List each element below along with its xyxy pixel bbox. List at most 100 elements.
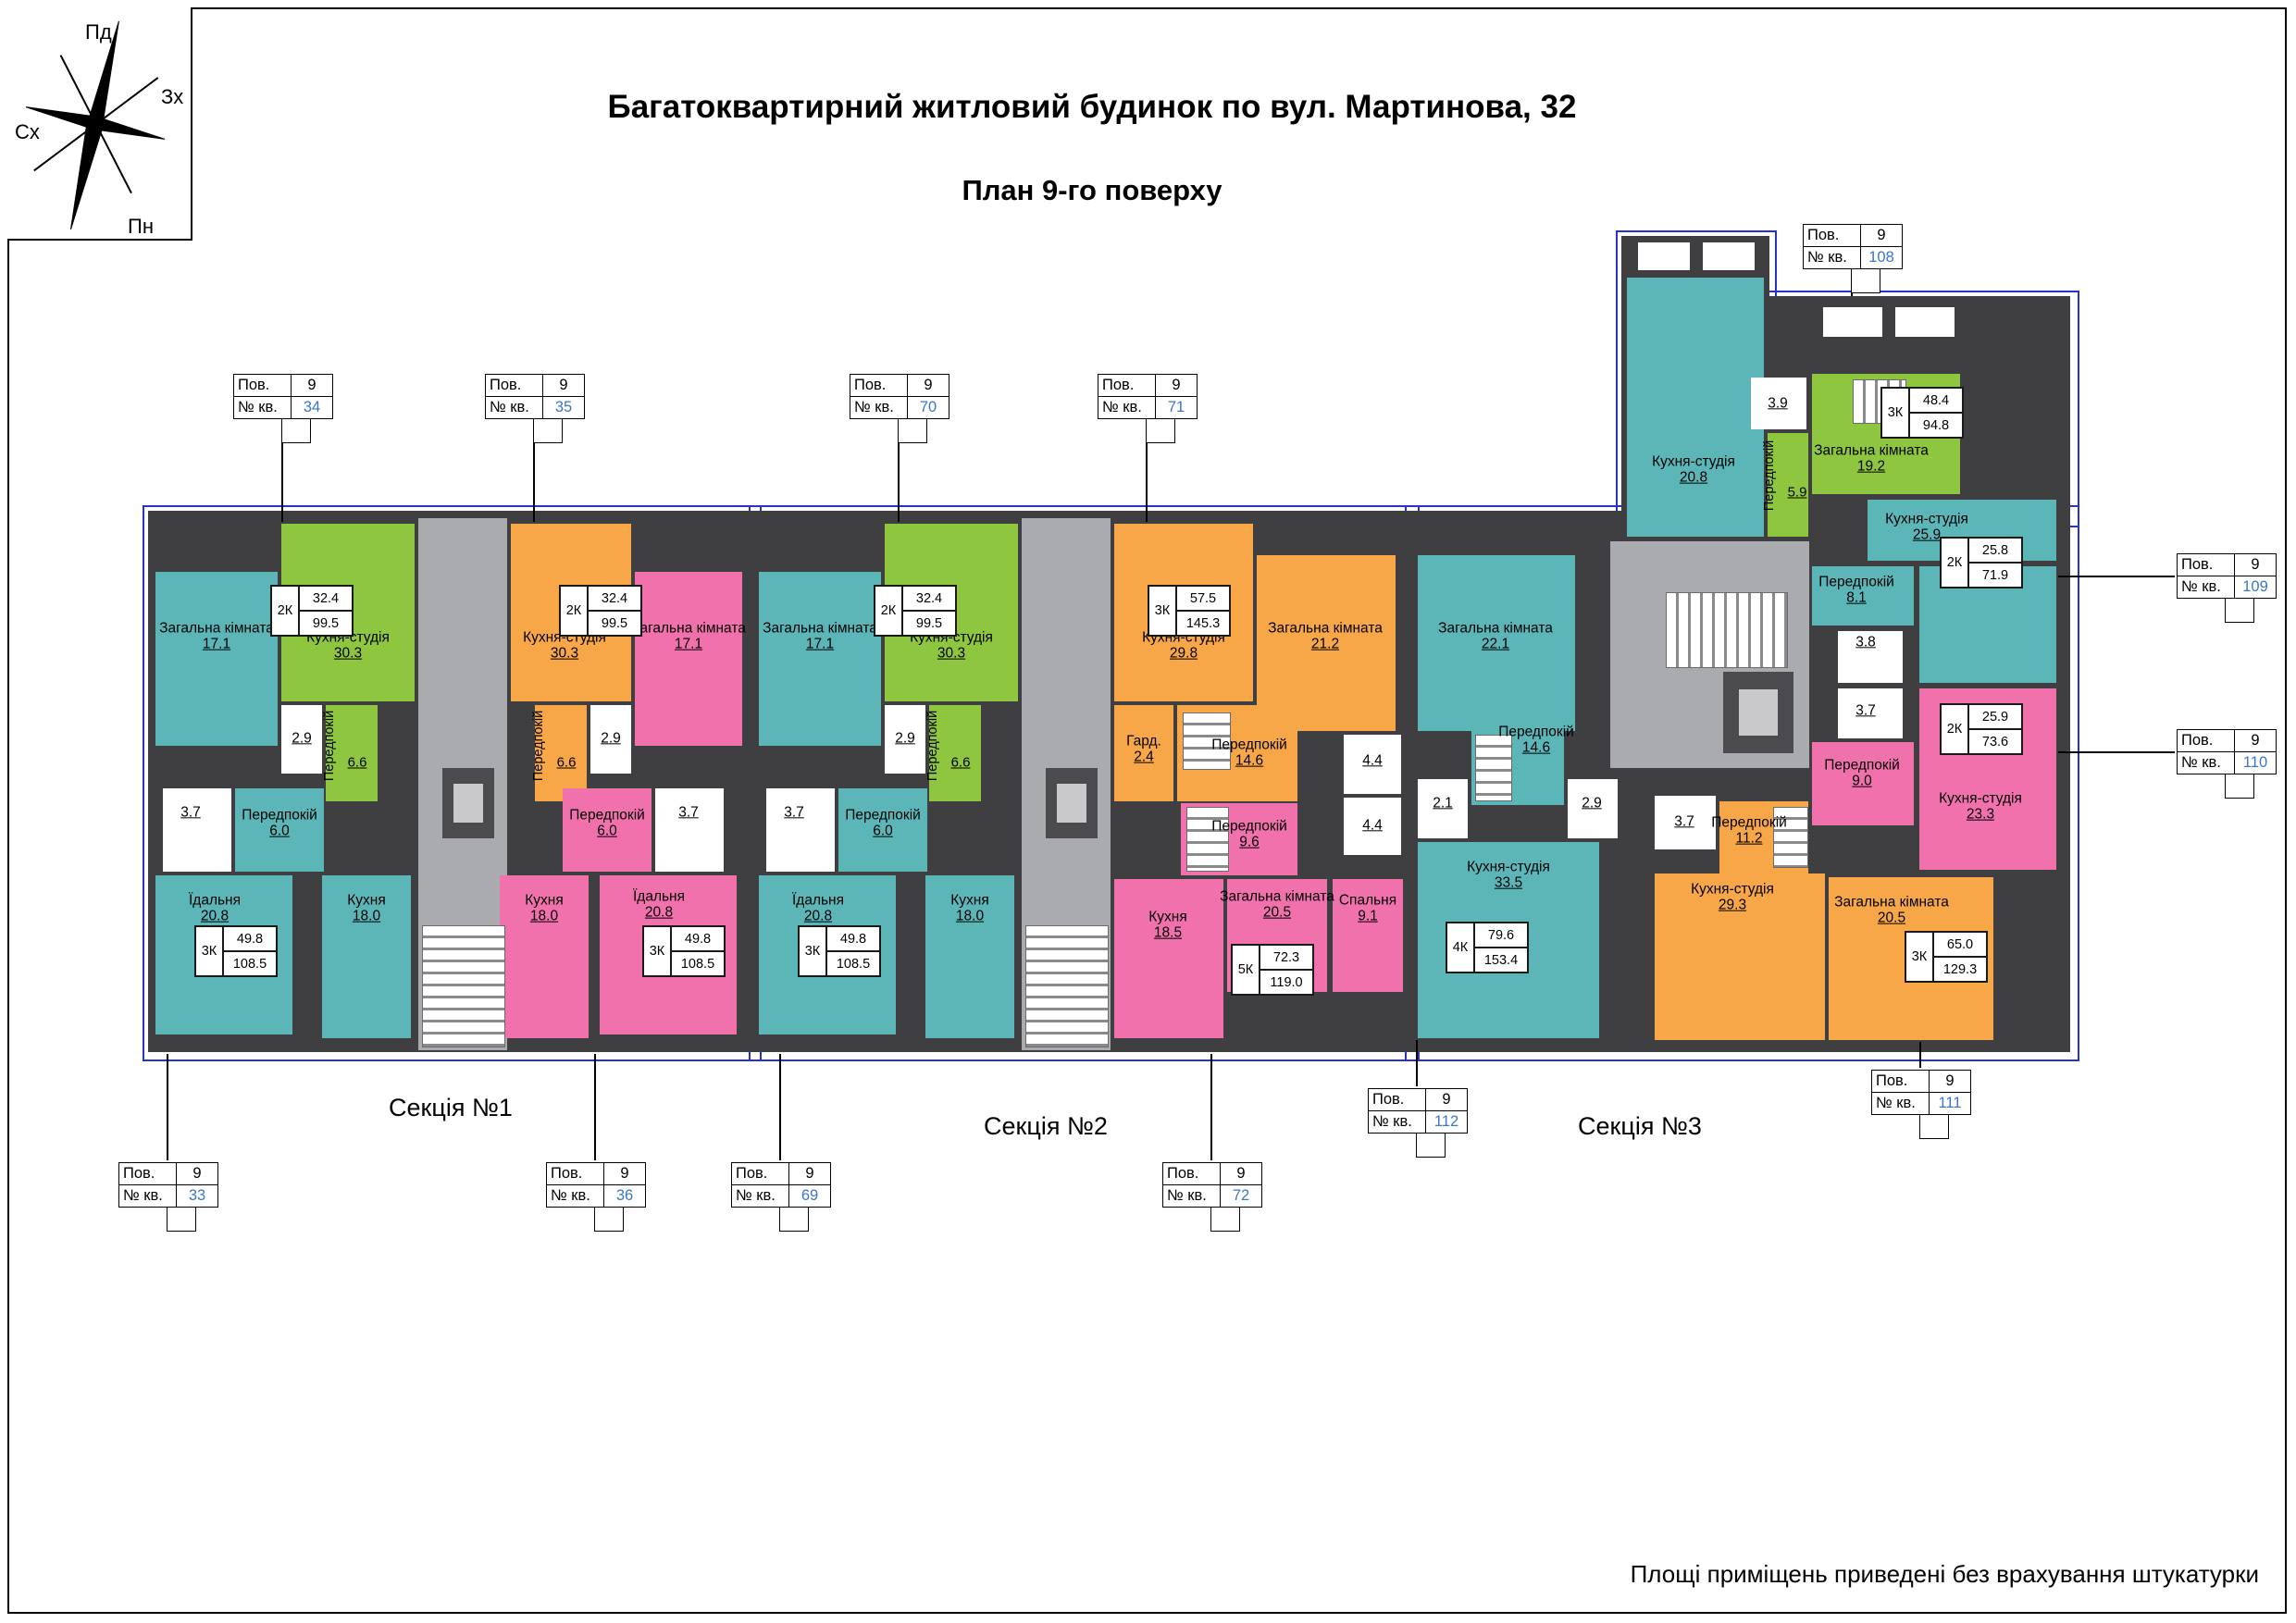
unit-area-total: 153.4 bbox=[1483, 952, 1519, 968]
unit-area-living: 49.8 bbox=[672, 927, 724, 952]
callout-flat-label: № кв. bbox=[547, 1185, 604, 1207]
callout-flat-label: № кв. bbox=[119, 1185, 177, 1207]
room bbox=[925, 875, 1014, 1038]
room bbox=[1768, 433, 1808, 537]
callout-tag-box bbox=[1146, 418, 1175, 443]
callout-flat-value: 111 bbox=[1938, 1095, 1962, 1111]
room bbox=[1418, 555, 1575, 731]
room bbox=[655, 788, 724, 872]
room bbox=[1655, 796, 1716, 849]
room bbox=[1114, 879, 1223, 1038]
section-label: Секція №2 bbox=[984, 1112, 1108, 1140]
room-area bbox=[1823, 307, 1882, 337]
callout-floor-label: Пов. bbox=[1804, 225, 1861, 247]
unit-area-total: 108.5 bbox=[680, 956, 715, 972]
room bbox=[766, 788, 835, 872]
stairs-icon bbox=[422, 925, 505, 1047]
room-area-label: 6.6 bbox=[347, 754, 367, 771]
room bbox=[1751, 378, 1806, 429]
callout-floor-value: 9 bbox=[2235, 554, 2276, 576]
callout-tag-box bbox=[1851, 268, 1880, 293]
callout-floor-label: Пов. bbox=[119, 1163, 177, 1185]
elevator-icon bbox=[442, 768, 494, 838]
callout-flat-value: 36 bbox=[615, 1187, 634, 1204]
unit-area-living: 32.4 bbox=[589, 587, 640, 612]
elevator-car-icon bbox=[1057, 783, 1086, 824]
leader-line bbox=[1146, 418, 1148, 522]
section-label: Секція №3 bbox=[1578, 1112, 1702, 1140]
unit-type-label: 4К bbox=[1447, 923, 1475, 972]
callout-flat-value: 70 bbox=[919, 399, 937, 415]
elevator-icon bbox=[1723, 672, 1793, 753]
callout-floor-value: 9 bbox=[1156, 375, 1197, 397]
room bbox=[1257, 555, 1396, 731]
callout-floor-value: 9 bbox=[1426, 1089, 1467, 1111]
unit-area-living: 65.0 bbox=[1934, 933, 1986, 958]
section-label: Секція №1 bbox=[389, 1094, 513, 1121]
room-name-label: Передпокій bbox=[1762, 440, 1777, 512]
callout-flat-value: 71 bbox=[1167, 399, 1185, 415]
compass-label-west: Зх bbox=[161, 85, 184, 108]
compass-label-north: Пн bbox=[128, 215, 154, 238]
leader-line bbox=[779, 1054, 781, 1160]
unit-area-living: 25.9 bbox=[1969, 705, 2021, 730]
leader-line bbox=[1416, 1040, 1418, 1086]
callout-floor-label: Пов. bbox=[732, 1163, 789, 1185]
unit-area-total: 108.5 bbox=[232, 956, 267, 972]
callout-flat-value: 110 bbox=[2242, 754, 2268, 771]
unit-area-total: 99.5 bbox=[601, 615, 628, 631]
room bbox=[500, 875, 589, 1038]
callout-tag-box bbox=[2225, 598, 2254, 623]
callout-floor-label: Пов. bbox=[1098, 375, 1156, 397]
room-area-label: 6.6 bbox=[950, 754, 971, 771]
callout-floor-label: Пов. bbox=[1369, 1089, 1426, 1111]
callout-flat-label: № кв. bbox=[2178, 576, 2235, 598]
leader-line bbox=[594, 1054, 596, 1160]
unit-type-label: 2К bbox=[561, 587, 589, 635]
leader-line bbox=[2058, 751, 2175, 753]
unit-type-label: 3К bbox=[1149, 587, 1177, 635]
compass-label-south: Пд bbox=[85, 20, 112, 43]
unit-area-total: 99.5 bbox=[312, 615, 340, 631]
callout-flat-label: № кв. bbox=[1872, 1093, 1930, 1114]
callout-floor-value: 9 bbox=[1930, 1071, 1970, 1093]
unit-type-label: 2К bbox=[1942, 705, 1969, 753]
room bbox=[590, 705, 631, 774]
unit-area-living: 48.4 bbox=[1910, 389, 1962, 414]
callout-flat-value: 72 bbox=[1232, 1187, 1250, 1204]
stairs-icon bbox=[1186, 807, 1229, 872]
unit-type-label: 3К bbox=[196, 927, 224, 975]
unit-area-total: 119.0 bbox=[1270, 974, 1303, 990]
unit-area-living: 57.5 bbox=[1177, 587, 1229, 612]
callout-floor-value: 9 bbox=[789, 1163, 830, 1185]
unit-type-label: 2К bbox=[875, 587, 903, 635]
stairs-icon bbox=[1183, 712, 1231, 770]
room bbox=[235, 788, 324, 872]
page-subtitle: План 9-го поверху bbox=[962, 174, 1222, 206]
unit-type-label: 2К bbox=[272, 587, 300, 635]
unit-type-label: 3К bbox=[644, 927, 672, 975]
unit-area-living: 32.4 bbox=[903, 587, 955, 612]
room-area-label: 6.6 bbox=[556, 754, 577, 771]
callout-flat-value: 109 bbox=[2242, 578, 2268, 595]
callout-tag-box bbox=[533, 418, 563, 443]
unit-type-label: 5К bbox=[1233, 946, 1260, 994]
unit-areas: 72.3 119.0 bbox=[1260, 946, 1312, 994]
unit-area-total: 71.9 bbox=[1981, 567, 2009, 583]
unit-area-living: 72.3 bbox=[1260, 946, 1312, 971]
room bbox=[281, 705, 322, 774]
